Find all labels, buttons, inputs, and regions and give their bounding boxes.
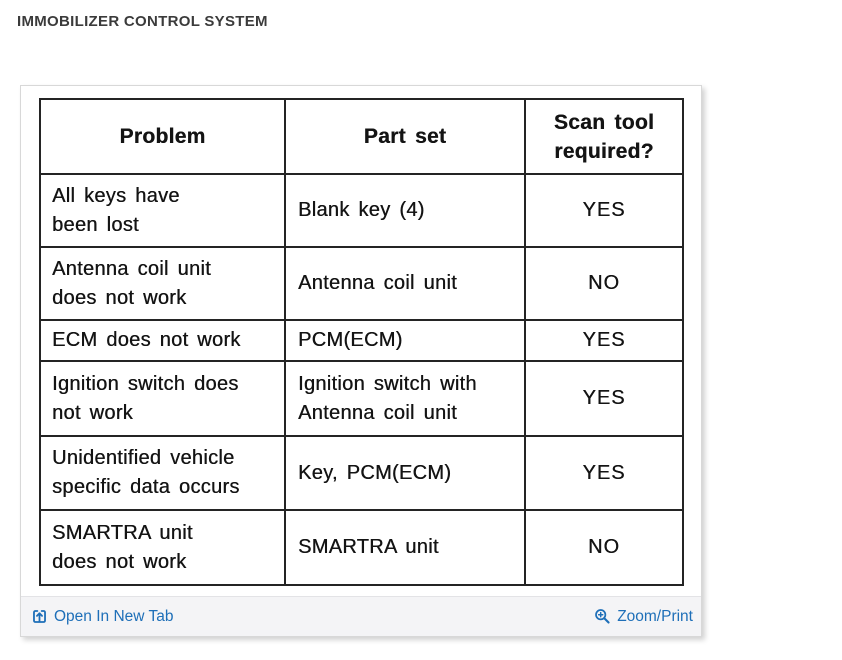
problem-cell: ECM does not work: [39, 319, 286, 362]
problem-cell: SMARTRA unit does not work: [39, 509, 286, 586]
table-row: Unidentified vehicle specific data occur…: [39, 435, 684, 511]
table-row: Antenna coil unit does not work Antenna …: [39, 246, 684, 321]
problem-cell: Unidentified vehicle specific data occur…: [39, 435, 286, 511]
scan-tool-cell: YES: [524, 319, 684, 362]
scan-tool-cell: YES: [524, 435, 684, 511]
table-row: All keys have been lost Blank key (4) YE…: [39, 173, 684, 248]
scan-tool-cell: NO: [524, 509, 684, 586]
problem-cell: All keys have been lost: [39, 173, 286, 248]
part-set-cell: Ignition switch with Antenna coil unit: [284, 360, 526, 437]
zoom-in-icon: [594, 608, 611, 625]
document-viewer-panel: Problem Part set Scan tool required? All…: [20, 85, 702, 637]
part-set-cell: Blank key (4): [284, 173, 526, 248]
problem-cell: Ignition switch does not work: [39, 360, 286, 437]
column-header-part-set: Part set: [284, 98, 526, 175]
open-in-new-tab-icon: [31, 608, 48, 625]
part-set-cell: Antenna coil unit: [284, 246, 526, 321]
part-set-cell: Key, PCM(ECM): [284, 435, 526, 511]
scan-tool-cell: NO: [524, 246, 684, 321]
table-row: SMARTRA unit does not work SMARTRA unit …: [39, 509, 684, 586]
viewer-footer-bar: Open In New Tab Zoom/Print: [21, 596, 701, 636]
zoom-print-link[interactable]: Zoom/Print: [594, 608, 693, 626]
part-set-cell: SMARTRA unit: [284, 509, 526, 586]
troubleshooting-table: Problem Part set Scan tool required? All…: [39, 98, 684, 586]
column-header-problem: Problem: [39, 98, 286, 175]
problem-cell: Antenna coil unit does not work: [39, 246, 286, 321]
table-header-row: Problem Part set Scan tool required?: [39, 98, 684, 175]
part-set-cell: PCM(ECM): [284, 319, 526, 362]
scanned-image-area: Problem Part set Scan tool required? All…: [21, 86, 701, 596]
scan-tool-cell: YES: [524, 173, 684, 248]
zoom-print-label: Zoom/Print: [617, 607, 693, 625]
table-row: Ignition switch does not work Ignition s…: [39, 360, 684, 437]
open-in-new-tab-label: Open In New Tab: [54, 607, 174, 625]
page-title: IMMOBILIZER CONTROL SYSTEM: [17, 13, 268, 30]
table-row: ECM does not work PCM(ECM) YES: [39, 319, 684, 362]
column-header-scan-tool: Scan tool required?: [524, 98, 684, 175]
open-in-new-tab-link[interactable]: Open In New Tab: [31, 608, 173, 626]
scan-tool-cell: YES: [524, 360, 684, 437]
